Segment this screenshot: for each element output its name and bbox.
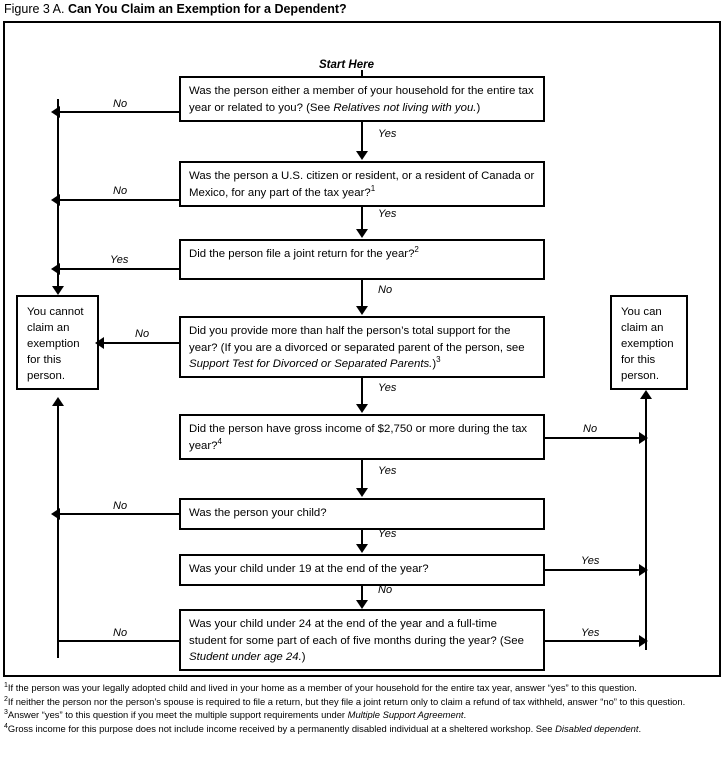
figure-number: Figure 3 A. xyxy=(4,2,65,16)
edge-label-q6-yes: Yes xyxy=(378,528,397,540)
edge-label-q2-no: No xyxy=(113,185,128,197)
left-rail-lower-arrowhead-into-cannot xyxy=(52,397,64,406)
footnote-text: If the person was your legally adopted c… xyxy=(7,682,637,693)
decision-box-q2-citizen-resident[interactable]: Was the person a U.S. citizen or residen… xyxy=(179,161,545,207)
edge-q3-no-arrowhead xyxy=(356,306,368,315)
decision-box-q5-gross-income[interactable]: Did the person have gross income of $2,7… xyxy=(179,414,545,460)
edge-q2-yes-arrowhead xyxy=(356,229,368,238)
edge-label-q6-no: No xyxy=(113,500,128,512)
edge-label-q8-yes: Yes xyxy=(581,627,600,639)
flowchart-canvas: Start Here Was the person either a membe… xyxy=(5,23,719,675)
edge-q5-yes-arrowhead xyxy=(356,488,368,497)
edge-q8-no-line xyxy=(58,640,180,642)
edge-q6-yes-line xyxy=(361,530,363,545)
decision-box-q7-under-19[interactable]: Was your child under 19 at the end of th… xyxy=(179,554,545,586)
edge-q5-no-arrowhead xyxy=(639,432,648,444)
footnote-text: Gross income for this purpose does not i… xyxy=(7,722,642,734)
edge-q7-no-arrowhead xyxy=(356,600,368,609)
footnote-marker: 4 xyxy=(4,722,8,730)
edge-q8-yes-arrowhead xyxy=(639,635,648,647)
decision-box-q6-your-child[interactable]: Was the person your child? xyxy=(179,498,545,530)
edge-label-q7-no: No xyxy=(378,584,393,596)
edge-q7-no-line xyxy=(361,586,363,601)
footnote-2: 2If neither the person nor the person’s … xyxy=(4,695,722,709)
edge-q6-yes-arrowhead xyxy=(356,544,368,553)
decision-box-q1-household-or-related[interactable]: Was the person either a member of your h… xyxy=(179,76,545,122)
edge-label-q5-no: No xyxy=(583,423,598,435)
footnotes-block: 1If the person was your legally adopted … xyxy=(4,681,722,735)
edge-label-q2-yes: Yes xyxy=(378,208,397,220)
edge-q6-no-line xyxy=(58,513,180,515)
edge-label-q8-no: No xyxy=(113,627,128,639)
edge-q7-yes-line xyxy=(545,569,647,571)
edge-label-q3-no: No xyxy=(378,284,393,296)
edge-q1-no-arrowhead xyxy=(51,106,60,118)
edge-label-q1-no: No xyxy=(113,98,128,110)
right-rail-line xyxy=(645,399,647,650)
edge-q1-yes-line xyxy=(361,122,363,152)
edge-label-q4-yes: Yes xyxy=(378,382,397,394)
edge-label-q1-yes: Yes xyxy=(378,128,397,140)
edge-q4-yes-arrowhead xyxy=(356,404,368,413)
footnote-text: If neither the person nor the person’s s… xyxy=(7,695,686,707)
edge-q1-no-line xyxy=(58,111,180,113)
footnote-marker: 3 xyxy=(4,709,8,717)
decision-box-q4-half-support[interactable]: Did you provide more than half the perso… xyxy=(179,316,545,378)
left-rail-arrowhead-into-cannot xyxy=(52,286,64,295)
edge-q6-no-arrowhead xyxy=(51,508,60,520)
edge-q2-no-arrowhead xyxy=(51,194,60,206)
figure-title: Figure 3 A. Can You Claim an Exemption f… xyxy=(4,2,347,16)
edge-start-line xyxy=(361,70,363,76)
left-rail-lower-line xyxy=(57,406,59,658)
footnote-marker: 2 xyxy=(4,695,8,703)
terminal-box-can-claim[interactable]: You can claim an exemption for this pers… xyxy=(610,295,688,390)
footnote-1: 1If the person was your legally adopted … xyxy=(4,681,722,695)
edge-q3-no-line xyxy=(361,280,363,306)
edge-label-q4-no: No xyxy=(135,328,150,340)
edge-q3-yes-line xyxy=(58,268,180,270)
figure-heading: Can You Claim an Exemption for a Depende… xyxy=(67,2,347,16)
decision-box-q8-under-24-student[interactable]: Was your child under 24 at the end of th… xyxy=(179,609,545,671)
edge-q5-yes-line xyxy=(361,460,363,489)
flowchart-frame: Start Here Was the person either a membe… xyxy=(3,21,721,677)
footnote-4: 4Gross income for this purpose does not … xyxy=(4,722,722,736)
terminal-box-cannot-claim[interactable]: You cannot claim an exemption for this p… xyxy=(16,295,99,390)
edge-q7-yes-arrowhead xyxy=(639,564,648,576)
edge-label-q5-yes: Yes xyxy=(378,465,397,477)
edge-q2-yes-line xyxy=(361,207,363,230)
edge-q2-no-line xyxy=(58,199,180,201)
start-here-label: Start Here xyxy=(319,59,374,71)
footnote-marker: 1 xyxy=(4,681,8,689)
footnote-text: Answer “yes” to this question if you mee… xyxy=(7,709,467,721)
edge-q8-yes-line xyxy=(545,640,647,642)
edge-q4-yes-line xyxy=(361,378,363,405)
edge-label-q3-yes: Yes xyxy=(110,254,129,266)
edge-q1-yes-arrowhead xyxy=(356,151,368,160)
edge-label-q7-yes: Yes xyxy=(581,555,600,567)
edge-q5-no-line xyxy=(545,437,647,439)
edge-q4-no-line xyxy=(101,342,180,344)
footnote-3: 3Answer “yes” to this question if you me… xyxy=(4,708,722,722)
decision-box-q3-joint-return[interactable]: Did the person file a joint return for t… xyxy=(179,239,545,280)
right-rail-arrowhead-into-can xyxy=(640,390,652,399)
edge-q3-yes-arrowhead xyxy=(51,263,60,275)
edge-q4-no-arrowhead xyxy=(95,337,104,349)
